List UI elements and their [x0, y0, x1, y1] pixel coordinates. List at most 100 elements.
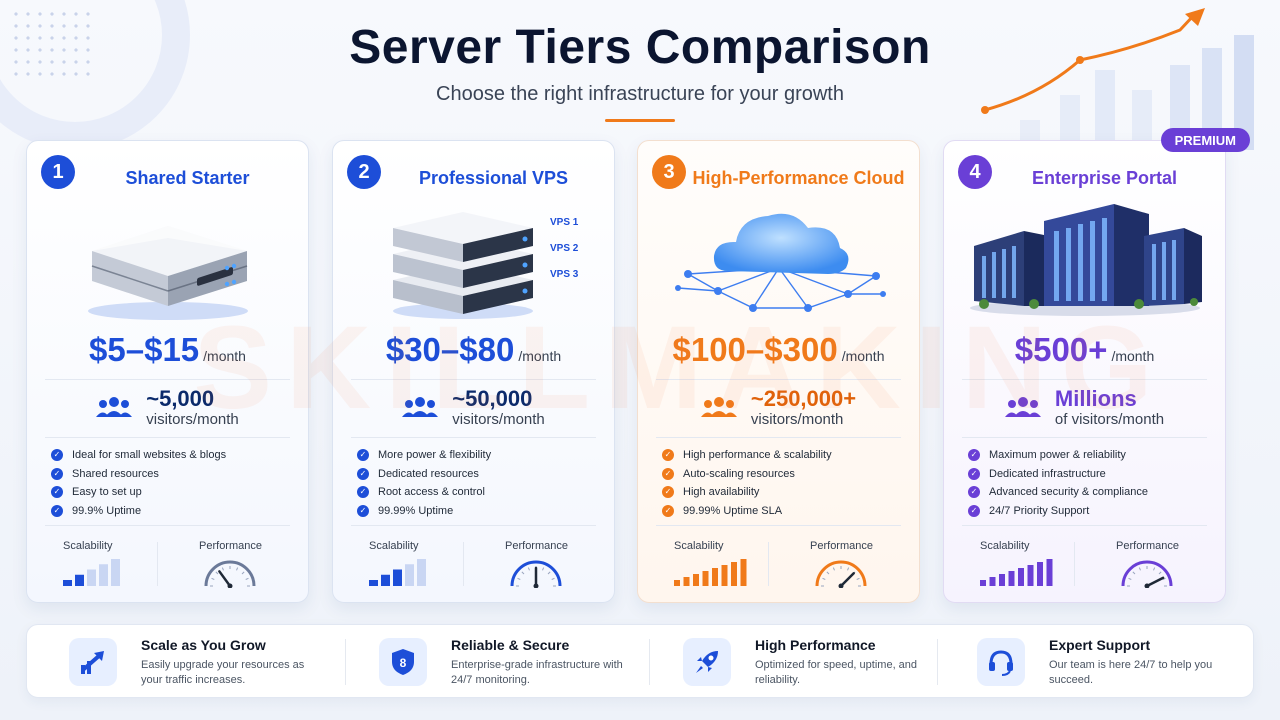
growth-arrow-icon — [69, 638, 117, 686]
price-amount: $500+ — [1014, 331, 1108, 368]
divider — [45, 525, 290, 526]
scalability-bars-icon — [980, 559, 1053, 586]
performance-label: Performance — [199, 540, 262, 552]
list-item: ✓Easy to set up — [51, 483, 298, 502]
feature-list: ✓Ideal for small websites & blogs ✓Share… — [51, 446, 298, 520]
gauge-hub — [227, 583, 233, 588]
gauge-tick — [241, 571, 245, 575]
metric-divider — [463, 542, 464, 586]
performance-label: Performance — [505, 540, 568, 552]
gauge-tick — [1153, 567, 1156, 571]
gauge-tick — [832, 567, 835, 571]
list-item: ✓Dedicated resources — [357, 465, 604, 484]
scalability-bar — [111, 559, 120, 586]
scalability-bar — [721, 565, 728, 586]
gauge-arc — [1121, 560, 1173, 587]
tier-number-badge: 4 — [958, 155, 992, 189]
list-item: ✓24/7 Priority Support — [968, 502, 1215, 521]
visitors-count: Millions — [1054, 385, 1137, 411]
divider — [649, 639, 650, 685]
divider — [656, 525, 901, 526]
title-underline — [605, 119, 675, 122]
metric-divider — [768, 542, 769, 586]
tier-price: $5–$15/month — [27, 331, 308, 369]
price-period: /month — [841, 348, 885, 364]
tier-card-professional-vps[interactable]: 2 Professional VPS VPS 1 — [332, 140, 615, 603]
performance-gauge-icon — [1121, 560, 1173, 588]
scalability-bar — [87, 569, 96, 586]
benefit-secure: 8 Reliable & Secure Enterprise-grade inf… — [337, 625, 637, 699]
scalability-label: Scalability — [369, 540, 419, 552]
tier-title: Enterprise Portal — [1031, 168, 1178, 188]
gauge-tick — [847, 567, 850, 571]
metric-divider — [157, 542, 158, 586]
gauge-hub — [533, 583, 539, 588]
visitors-count: ~250,000+ — [750, 385, 857, 411]
scalability-bar — [75, 574, 84, 586]
benefit-title: Expert Support — [1049, 637, 1151, 653]
divider — [962, 379, 1207, 380]
divider — [656, 437, 901, 438]
cloud-network-icon — [675, 213, 886, 312]
scalability-bar — [740, 559, 747, 586]
visitors-label: of visitors/month — [1054, 410, 1165, 428]
visitors-count: ~5,000 — [146, 385, 215, 411]
gauge-needle — [218, 570, 232, 588]
visitors-label: visitors/month — [146, 410, 239, 428]
check-icon: ✓ — [51, 449, 63, 462]
gauge-tick — [221, 567, 224, 571]
divider — [962, 525, 1207, 526]
list-item: ✓Auto-scaling resources — [662, 465, 909, 484]
divider — [45, 437, 290, 438]
tier-card-enterprise-portal[interactable]: 4 Enterprise Portal — [943, 140, 1226, 603]
check-icon: ✓ — [968, 467, 980, 480]
check-icon: ✓ — [357, 467, 369, 480]
price-period: /month — [203, 348, 246, 364]
list-item: ✓Dedicated infrastructure — [968, 465, 1215, 484]
gauge-arc — [204, 560, 256, 587]
benefit-title: Reliable & Secure — [451, 637, 570, 653]
list-item: ✓Maximum power & reliability — [968, 446, 1215, 465]
gauge-hub — [838, 583, 844, 588]
scalability-bar — [980, 580, 986, 586]
scalability-bar — [381, 574, 390, 586]
divider — [351, 379, 596, 380]
gauge-tick — [1132, 571, 1136, 575]
gauge-tick — [517, 577, 521, 580]
gauge-tick — [542, 567, 545, 571]
feature-list: ✓Maximum power & reliability ✓Dedicated … — [968, 446, 1215, 520]
check-icon: ✓ — [968, 486, 980, 499]
gauge-tick — [551, 577, 555, 580]
svg-text:8: 8 — [400, 656, 407, 670]
users-icon — [96, 397, 133, 417]
list-item: ✓Root access & control — [357, 483, 604, 502]
gauge-tick — [1138, 567, 1141, 571]
price-amount: $100–$300 — [672, 331, 838, 368]
tier-number-badge: 3 — [652, 155, 686, 189]
check-icon: ✓ — [662, 486, 674, 499]
tier-card-shared-starter[interactable]: 1 Shared Starter $5–$15/month — [26, 140, 309, 603]
scalability-bar — [999, 574, 1005, 586]
divider — [937, 639, 938, 685]
growth-chart-decoration — [981, 8, 1254, 150]
divider — [656, 379, 901, 380]
gauge-tick — [236, 567, 239, 571]
visitors-label: visitors/month — [750, 410, 844, 428]
check-icon: ✓ — [968, 504, 980, 517]
premium-badge: PREMIUM — [1160, 128, 1250, 152]
scalability-bar — [693, 574, 699, 586]
tier-card-high-performance-cloud[interactable]: 3 High-Performance Cloud — [637, 140, 920, 603]
scalability-bar — [63, 580, 72, 586]
scalability-label: Scalability — [980, 540, 1030, 552]
gauge-hub — [1144, 583, 1150, 588]
gauge-tick — [245, 577, 249, 580]
gauge-tick — [211, 577, 215, 580]
visitors-label: visitors/month — [452, 410, 545, 428]
scalability-bars-icon — [63, 559, 120, 586]
list-item: ✓High availability — [662, 483, 909, 502]
datacenter-building-icon — [970, 204, 1202, 316]
performance-label: Performance — [810, 540, 873, 552]
tier-title: Professional VPS — [418, 168, 569, 188]
benefit-desc: Enterprise-grade infrastructure with 24/… — [451, 659, 623, 686]
